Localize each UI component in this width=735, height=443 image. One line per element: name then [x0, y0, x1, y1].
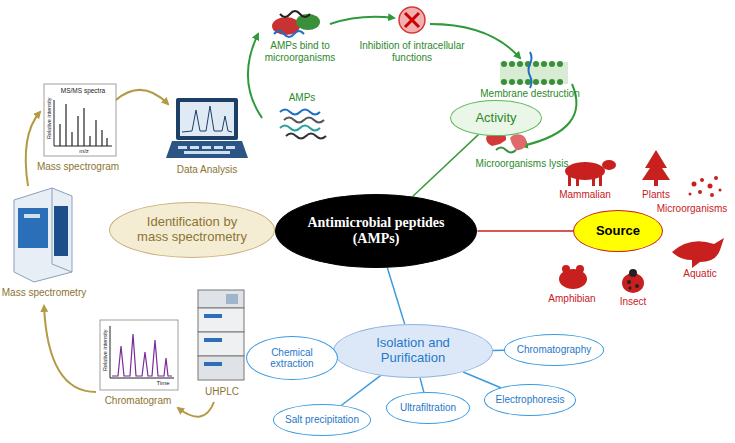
connector-line: [493, 350, 504, 352]
node-text: Salt precipitation: [285, 414, 359, 426]
caption-label: Mammalian: [555, 189, 615, 201]
mass-spectrogram-chart: [44, 84, 116, 156]
node-text: Antimicrobial peptides (AMPs): [293, 215, 458, 247]
node-text: Identification by mass spectrometry: [132, 215, 252, 245]
source-icons: [559, 150, 724, 293]
caption-label: Amphibian: [542, 293, 602, 305]
central-ellipse: Antimicrobial peptides (AMPs): [275, 194, 478, 268]
connector-line: [420, 378, 424, 392]
caption-label: Chromatogram: [98, 395, 178, 407]
caption-label: Microorganisms: [652, 203, 732, 215]
caption-label: Inhibition of intracellular functions: [357, 40, 467, 63]
caption-label: Data Analysis: [162, 164, 252, 176]
source-ellipse: Source: [573, 210, 663, 252]
caption-label: m/z: [69, 148, 99, 155]
node-text: Chromatography: [517, 344, 591, 356]
membrane-icon: [500, 52, 568, 88]
caption-label: AMPs: [282, 92, 322, 104]
node-text: Activity: [475, 111, 516, 126]
method-ellipse: Salt precipitation: [273, 404, 372, 436]
bind-icon: [272, 11, 320, 37]
caption-label: Membrane destruction: [480, 88, 580, 100]
identification-ellipse: Identification by mass spectrometry: [109, 202, 275, 258]
isolation-ellipse: Isolation and Purification: [333, 324, 493, 378]
chromatogram-chart: [100, 320, 178, 390]
node-text: Source: [596, 224, 640, 239]
uhplc-icon: [198, 290, 244, 380]
caption-label: AMPs bind to microorganisms: [250, 40, 350, 63]
connector-line: [463, 372, 501, 388]
method-ellipse: Chromatography: [504, 334, 604, 366]
axis-label: Relative intensity: [102, 325, 108, 375]
caption-label: UHPLC: [197, 386, 247, 398]
caption-label: Mass spectrogram: [28, 161, 128, 173]
caption-label: Insect: [613, 296, 653, 308]
amp-squiggles: [280, 110, 326, 139]
caption-label: MS/MS spectra: [51, 87, 115, 94]
connector-line: [387, 268, 404, 324]
node-text: Electrophoresis: [496, 394, 565, 406]
axis-label: Relative intensity: [46, 93, 52, 143]
caption-label: Aquatic: [675, 268, 725, 280]
activity-arrows: [248, 17, 577, 146]
node-text: Chemical extraction: [262, 347, 322, 370]
caption-label: Mass spectrometry: [1, 287, 87, 299]
mass-spectrometer-icon: [14, 188, 72, 282]
caption-label: Microorganisms lysis: [467, 158, 577, 170]
method-ellipse: Chemical extraction: [246, 336, 337, 380]
method-ellipse: Electrophoresis: [484, 384, 577, 416]
caption-label: Plants: [636, 189, 676, 201]
activity-ellipse: Activity: [450, 100, 542, 136]
node-text: Isolation and Purification: [358, 336, 468, 366]
connector-line: [341, 376, 380, 406]
laptop-icon: [166, 98, 248, 158]
connector-line: [413, 135, 479, 197]
connector-line: [477, 230, 573, 232]
node-text: Ultrafiltration: [400, 402, 456, 414]
caption-label: Time: [148, 380, 178, 387]
method-ellipse: Ultrafiltration: [386, 392, 470, 424]
inhibition-icon: [399, 7, 425, 33]
